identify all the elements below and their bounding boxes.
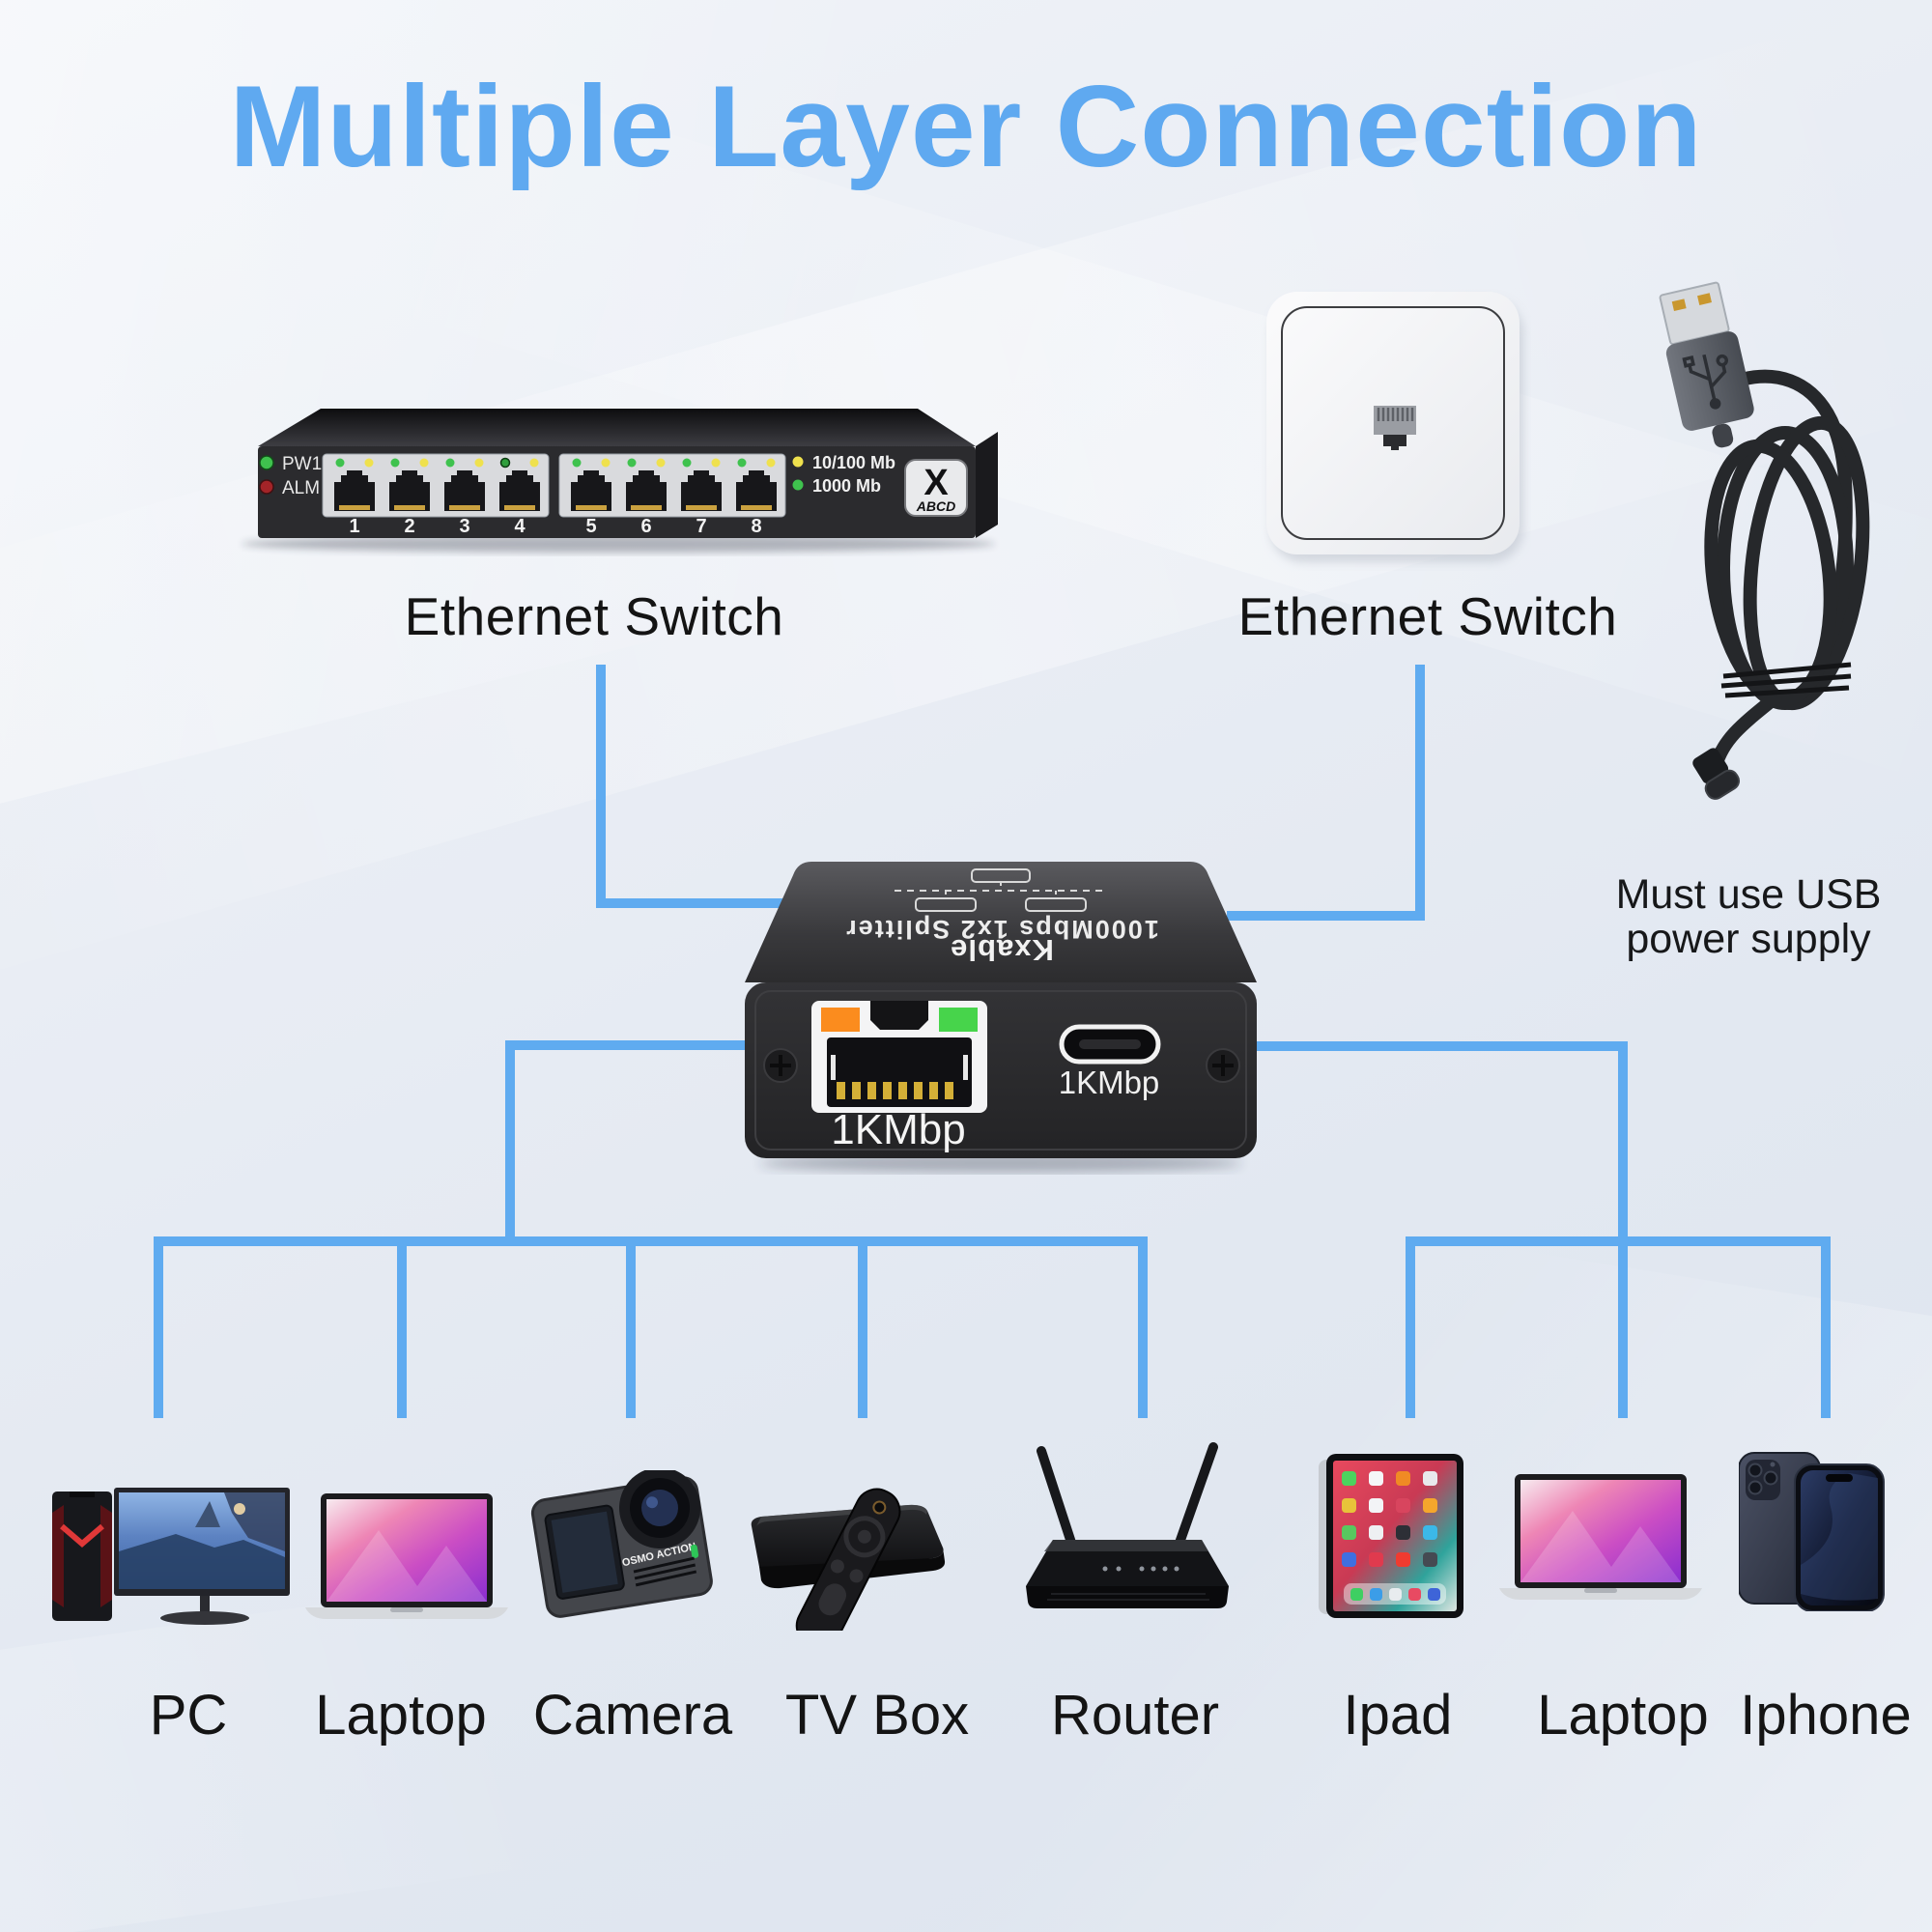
device-label-laptop: Laptop bbox=[315, 1684, 487, 1747]
rj45-green-led bbox=[939, 1008, 978, 1032]
laptop-base bbox=[305, 1607, 508, 1619]
usb-trident-icon bbox=[1682, 354, 1729, 410]
logo-main-text: X bbox=[923, 463, 949, 503]
rj45-port-label: 1KMbp bbox=[831, 1106, 965, 1153]
camera-image: OSMO ACTION bbox=[529, 1470, 723, 1623]
rj45-pins bbox=[837, 1082, 953, 1099]
rj45-orange-led bbox=[821, 1008, 860, 1032]
usb-a-connector bbox=[1659, 281, 1754, 448]
wall-ethernet-jack-image bbox=[1261, 286, 1531, 571]
laptop-image bbox=[301, 1492, 512, 1623]
ethernet-switch-left-label: Ethernet Switch bbox=[404, 586, 784, 646]
ethernet-switch-right-label: Ethernet Switch bbox=[1237, 586, 1618, 646]
laptop-screen bbox=[321, 1493, 493, 1607]
laptop-base bbox=[1499, 1588, 1702, 1600]
router-antennas bbox=[1037, 1442, 1218, 1550]
port-number: 2 bbox=[404, 516, 414, 537]
line-walljack-to-splitter bbox=[1227, 665, 1425, 921]
legend-label-10-100: 10/100 Mb bbox=[812, 453, 895, 472]
usbc-tongue bbox=[1079, 1039, 1141, 1049]
screws bbox=[763, 1048, 1240, 1083]
ethernet-switch-image: PW1 ALM bbox=[193, 370, 1009, 597]
port-number: 5 bbox=[585, 516, 596, 537]
iphone-image bbox=[1739, 1449, 1886, 1611]
pc-monitor bbox=[114, 1488, 290, 1625]
laptop2-image bbox=[1495, 1472, 1706, 1604]
line-rj45-feeder bbox=[505, 1040, 763, 1241]
usb-power-note: Must use USB power supply bbox=[1573, 872, 1924, 961]
pc-tower bbox=[52, 1492, 112, 1621]
alarm-led bbox=[259, 479, 274, 495]
router-body bbox=[1026, 1540, 1229, 1608]
usb-cable-image bbox=[1631, 240, 1920, 819]
page-title: Multiple Layer Connection bbox=[229, 62, 1703, 191]
splitter-brand-text: Kxable bbox=[950, 933, 1054, 967]
ipad-image bbox=[1319, 1454, 1465, 1620]
splitter-usbc-port bbox=[1059, 1024, 1161, 1065]
splitter-schematic-icon bbox=[895, 868, 1107, 912]
splitter-rj45-port bbox=[811, 1001, 987, 1113]
alarm-led-label: ALM bbox=[282, 478, 320, 498]
device-label-pc: PC bbox=[149, 1684, 228, 1747]
iphone-dynamic-island bbox=[1826, 1474, 1853, 1482]
device-label-iphone: Iphone bbox=[1740, 1684, 1912, 1747]
action-camera: OSMO ACTION bbox=[530, 1470, 713, 1618]
port-number: 4 bbox=[514, 516, 526, 537]
legend-dot-10-100 bbox=[792, 456, 804, 468]
splitter-top-face bbox=[745, 862, 1257, 982]
switch-top-face bbox=[258, 409, 976, 446]
rj45-clip bbox=[870, 1001, 928, 1030]
tvbox-image bbox=[734, 1476, 1003, 1631]
legend-label-1000: 1000 Mb bbox=[812, 476, 881, 496]
usb-note-line2: power supply bbox=[1626, 916, 1871, 962]
port-number: 3 bbox=[459, 516, 469, 537]
usb-note-line1: Must use USB bbox=[1615, 871, 1882, 918]
legend-dot-1000 bbox=[792, 479, 804, 491]
port-number: 8 bbox=[751, 516, 761, 537]
port-number: 6 bbox=[640, 516, 651, 537]
power-led bbox=[259, 455, 274, 470]
port-number: 7 bbox=[696, 516, 706, 537]
switch-logo: X ABCD bbox=[904, 459, 968, 517]
power-led-label: PW1 bbox=[282, 454, 322, 474]
line-usbc-feeder bbox=[1236, 1041, 1628, 1241]
laptop-screen bbox=[1515, 1474, 1687, 1588]
usb-c-connector bbox=[1692, 748, 1741, 800]
usbc-port-label: 1KMbp bbox=[1059, 1065, 1160, 1100]
logo-sub-text: ABCD bbox=[916, 498, 955, 514]
cable-tie bbox=[1720, 662, 1852, 698]
router-image bbox=[1012, 1441, 1242, 1627]
splitter-top-text: 1000Mbps 1x2 Splitter bbox=[844, 915, 1159, 944]
ipad-front bbox=[1326, 1454, 1463, 1618]
switch-side-face bbox=[976, 432, 998, 538]
iphone-front bbox=[1794, 1463, 1885, 1611]
port-number: 1 bbox=[349, 516, 359, 537]
pc-image bbox=[50, 1484, 294, 1629]
splitter-device-image: 1000Mbps 1x2 Splitter Kxable bbox=[744, 838, 1258, 1175]
